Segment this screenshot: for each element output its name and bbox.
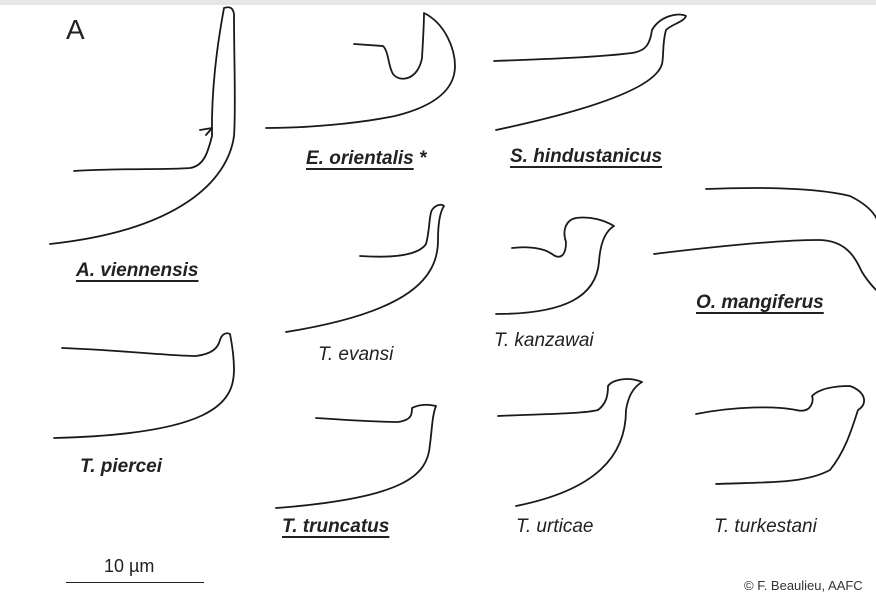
label-t-urticae: T. urticae — [516, 516, 593, 538]
outline-e-orientalis — [266, 13, 455, 128]
outline-t-turkestani — [696, 386, 864, 484]
label-a-viennensis: A. viennensis — [76, 260, 199, 282]
scale-bar-label: 10 µm — [104, 556, 154, 577]
outline-a-viennensis-notch — [200, 128, 212, 135]
label-t-truncatus: T. truncatus — [282, 516, 389, 538]
outline-t-urticae — [498, 379, 642, 506]
label-t-piercei: T. piercei — [80, 456, 162, 478]
label-t-kanzawai: T. kanzawai — [494, 330, 594, 352]
image-credit: © F. Beaulieu, AAFC — [744, 578, 863, 593]
outline-t-kanzawai — [496, 217, 614, 314]
outline-t-truncatus — [276, 405, 436, 508]
label-o-mangiferus: O. mangiferus — [696, 292, 824, 314]
label-t-evansi: T. evansi — [318, 344, 393, 366]
label-e-orientalis: E. orientalis — [306, 148, 414, 169]
outline-t-piercei — [54, 333, 234, 438]
label-e-orientalis-group: E. orientalis * — [306, 148, 426, 170]
outline-o-mangiferus-lower — [654, 240, 876, 292]
panel-letter: A — [66, 14, 85, 46]
outline-s-hindustanicus — [494, 15, 686, 130]
outline-t-evansi — [286, 205, 444, 332]
label-s-hindustanicus: S. hindustanicus — [510, 146, 662, 168]
label-e-orientalis-asterisk: * — [414, 148, 427, 169]
scale-bar — [66, 582, 204, 583]
label-t-turkestani: T. turkestani — [714, 516, 817, 538]
outline-o-mangiferus-upper — [706, 188, 876, 222]
